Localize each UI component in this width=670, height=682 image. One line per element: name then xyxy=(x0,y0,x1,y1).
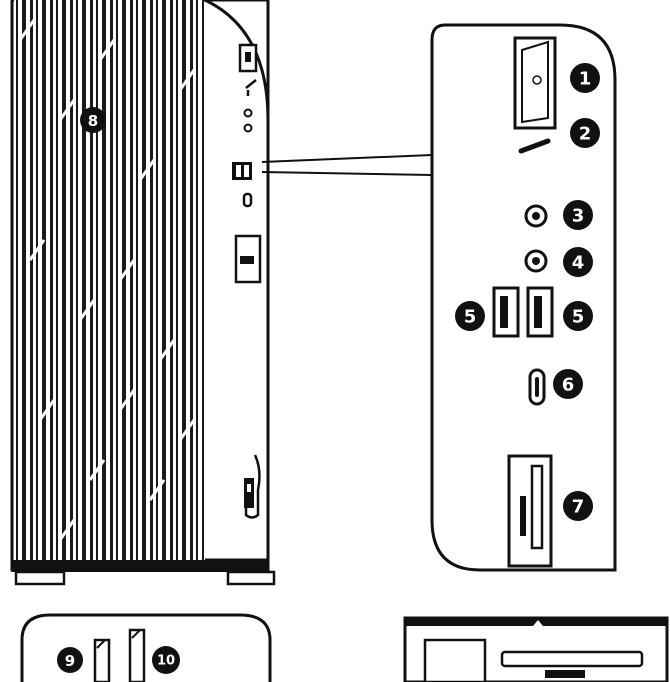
panel-usb-a-port-left xyxy=(492,286,520,338)
callout-10: 10 xyxy=(152,646,180,674)
panel-usb-a-port-right xyxy=(526,286,554,338)
callout-6: 6 xyxy=(553,369,583,399)
panel-led-indicator xyxy=(518,138,551,154)
rear-panel-partial-right xyxy=(403,616,669,682)
svg-text:8: 8 xyxy=(88,112,98,130)
io-panel-detail xyxy=(430,23,617,572)
callout-8: 8 xyxy=(80,107,106,133)
svg-text:1: 1 xyxy=(579,69,592,90)
callout-9: 9 xyxy=(57,647,83,673)
panel-card-reader xyxy=(507,454,553,568)
zoom-connector xyxy=(261,154,433,176)
callout-5-right: 5 xyxy=(563,301,593,331)
tower-foot-right xyxy=(226,570,276,586)
svg-text:5: 5 xyxy=(464,307,477,328)
callout-2: 2 xyxy=(570,118,600,148)
front-grille xyxy=(14,0,204,570)
pc-tower xyxy=(10,0,276,586)
power-icon xyxy=(532,75,542,85)
callout-3: 3 xyxy=(563,200,593,230)
svg-text:3: 3 xyxy=(572,206,585,227)
callout-4: 4 xyxy=(563,247,593,277)
svg-text:5: 5 xyxy=(572,307,585,328)
tower-foot-left xyxy=(14,570,66,586)
svg-text:10: 10 xyxy=(157,654,175,669)
svg-text:4: 4 xyxy=(572,253,585,274)
callout-7: 7 xyxy=(563,491,593,521)
svg-text:7: 7 xyxy=(572,497,585,518)
callout-5-left: 5 xyxy=(455,301,485,331)
svg-text:9: 9 xyxy=(65,652,75,670)
callout-1: 1 xyxy=(570,63,600,93)
rear-panel-partial-left xyxy=(20,613,272,682)
svg-text:2: 2 xyxy=(579,124,592,145)
svg-text:6: 6 xyxy=(562,375,575,396)
